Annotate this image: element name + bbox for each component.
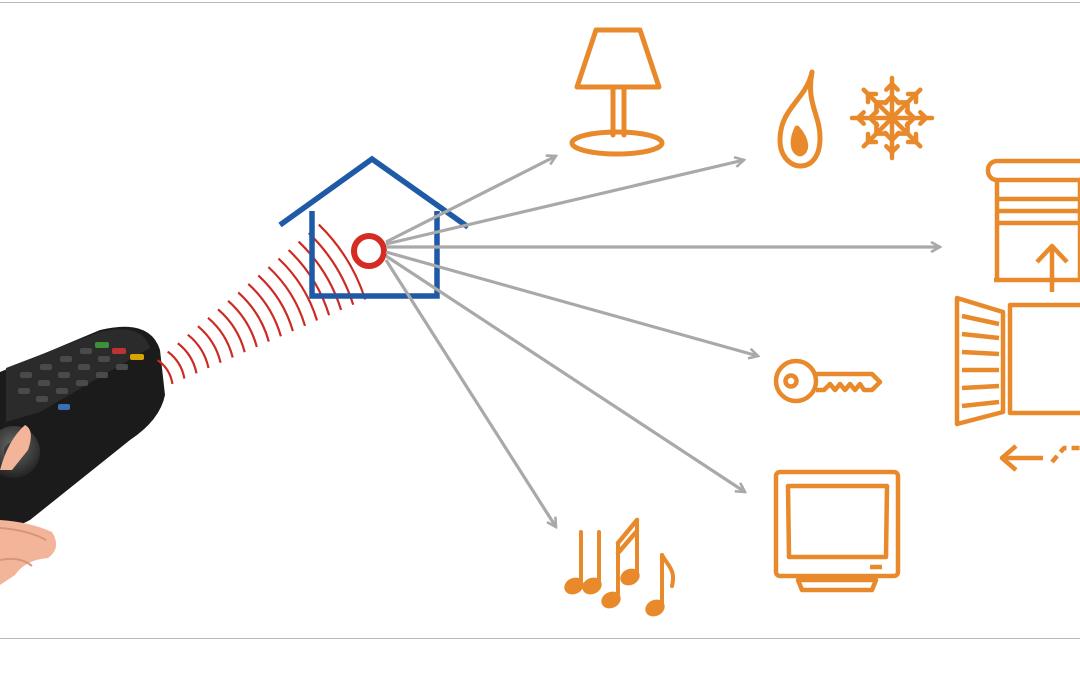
hub-icon bbox=[351, 233, 387, 269]
signal-wave-arc bbox=[318, 223, 367, 300]
signal-wave-arc bbox=[197, 325, 222, 364]
signal-wave-arc bbox=[267, 266, 307, 327]
roller-blind-icon bbox=[985, 158, 1080, 292]
lamp-icon bbox=[569, 27, 665, 157]
arrow-to-lamp bbox=[385, 156, 556, 244]
window-icon bbox=[954, 295, 1080, 472]
signal-waves bbox=[156, 223, 367, 385]
key-icon bbox=[773, 358, 883, 404]
signal-wave-arc bbox=[156, 359, 174, 385]
signal-wave-arc bbox=[217, 308, 246, 353]
house-icon bbox=[278, 155, 470, 299]
signal-wave-arc bbox=[227, 299, 258, 348]
remote-control-icon bbox=[0, 326, 165, 585]
snowflake-icon bbox=[849, 75, 935, 161]
signal-wave-arc bbox=[167, 350, 186, 379]
signal-wave-arc bbox=[187, 333, 210, 369]
signal-wave-arc bbox=[297, 240, 343, 311]
tv-icon bbox=[773, 469, 901, 593]
signal-wave-arc bbox=[247, 283, 282, 337]
top-border bbox=[0, 2, 1080, 3]
signal-wave-arc bbox=[237, 291, 270, 342]
signal-wave-arc bbox=[207, 316, 234, 358]
signal-wave-arc bbox=[257, 274, 294, 332]
arrow-to-music bbox=[384, 259, 556, 527]
music-notes-icon bbox=[564, 517, 675, 617]
flame-icon bbox=[777, 69, 823, 169]
arrow-to-climate bbox=[385, 160, 744, 246]
control-arrows bbox=[384, 156, 940, 527]
arrow-to-tv bbox=[385, 254, 745, 492]
signal-wave-arc bbox=[287, 249, 331, 316]
signal-wave-arc bbox=[277, 257, 319, 321]
bottom-border bbox=[0, 638, 1080, 639]
arrow-to-key bbox=[385, 250, 758, 356]
signal-wave-arc bbox=[177, 342, 198, 374]
